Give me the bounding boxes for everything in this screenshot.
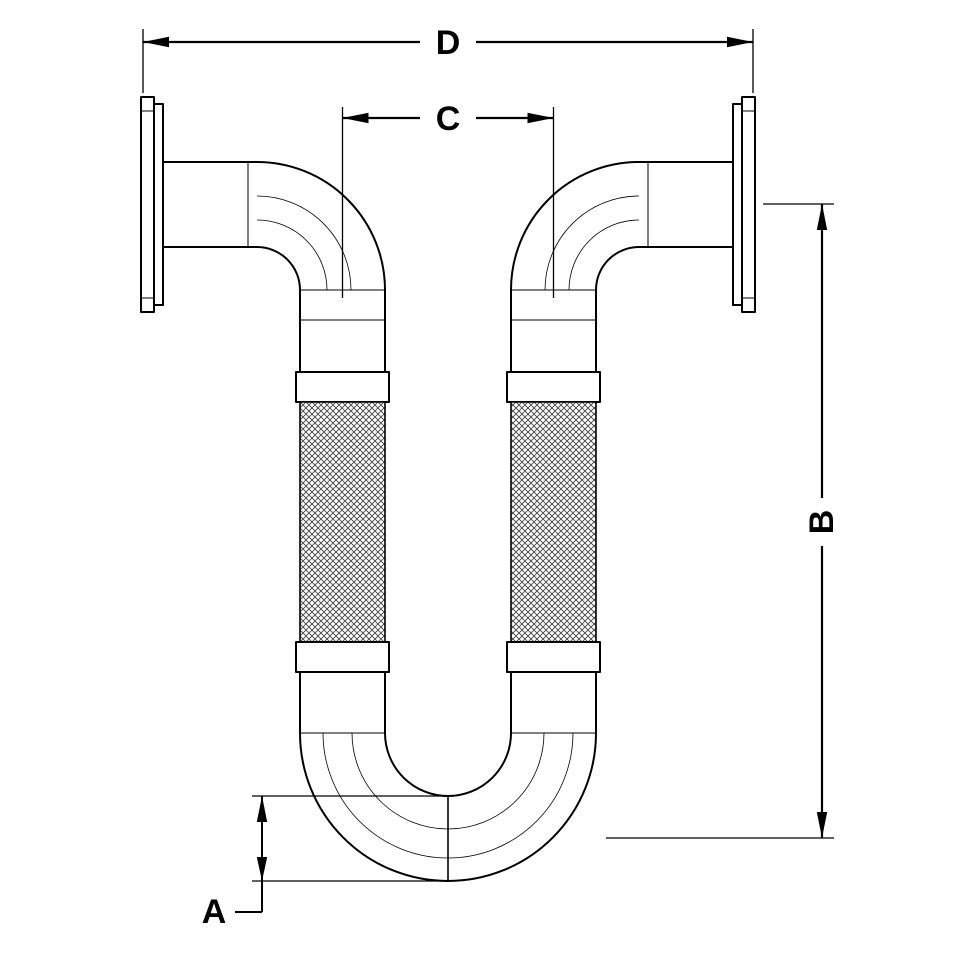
elbow-left-inner-wall: [163, 246, 301, 372]
dim-label-d: D: [436, 24, 461, 62]
ferrule-left-top: [295, 371, 390, 403]
dimension-b-arrow-top: [816, 204, 828, 230]
flange-left-hub: [153, 103, 164, 306]
dimension-a: A: [202, 795, 450, 931]
elbow-right-detail-arc-2: [544, 195, 640, 291]
dimension-b: B: [606, 203, 841, 839]
dimension-d-extension-lines: [142, 29, 754, 93]
dimension-c-arrow-right: [527, 112, 554, 124]
flange-left-detail-lines: [141, 110, 154, 299]
elbow-right-inner-wall: [595, 246, 733, 372]
flange-left-plate: [140, 96, 155, 313]
flange-right: [732, 96, 756, 313]
ferrule-right-bottom: [506, 641, 601, 673]
dimension-c-extension-lines: [341, 107, 555, 298]
dimension-b-arrow-bottom: [816, 812, 828, 838]
elbow-left-detail-arc-2: [256, 195, 352, 291]
dimension-d-arrow-right: [727, 36, 753, 48]
braid-right: [510, 401, 597, 643]
elbow-right-detail-arc-1: [568, 219, 640, 291]
dimension-a-arrow-top: [256, 796, 268, 822]
dim-label-a: A: [202, 893, 227, 931]
elbow-right-outer-wall: [510, 161, 733, 372]
flange-right-detail-lines: [742, 110, 755, 299]
dim-label-b: B: [803, 510, 841, 535]
pipe-body: [140, 96, 756, 882]
elbow-left-detail-arc-1: [256, 219, 328, 291]
braided-hose-right: [506, 371, 601, 673]
dim-label-c: C: [436, 100, 461, 138]
dimension-c: C: [341, 100, 555, 298]
dimension-c-arrow-left: [342, 112, 369, 124]
dimension-d: D: [142, 24, 754, 93]
ferrule-left-bottom: [295, 641, 390, 673]
flange-left: [140, 96, 164, 313]
elbow-left-outer-wall: [163, 161, 386, 372]
flange-right-hub: [732, 103, 743, 306]
dimension-a-extension-lines: [252, 795, 450, 882]
lower-pipe-segments: [299, 672, 597, 733]
flange-right-plate: [741, 96, 756, 313]
braided-hose-left: [295, 371, 390, 673]
dimension-annotations: D C B A: [142, 24, 841, 931]
ferrule-right-top: [506, 371, 601, 403]
braid-left: [299, 401, 386, 643]
dimension-a-arrow-bottom: [256, 857, 268, 881]
dimension-d-arrow-left: [143, 36, 169, 48]
